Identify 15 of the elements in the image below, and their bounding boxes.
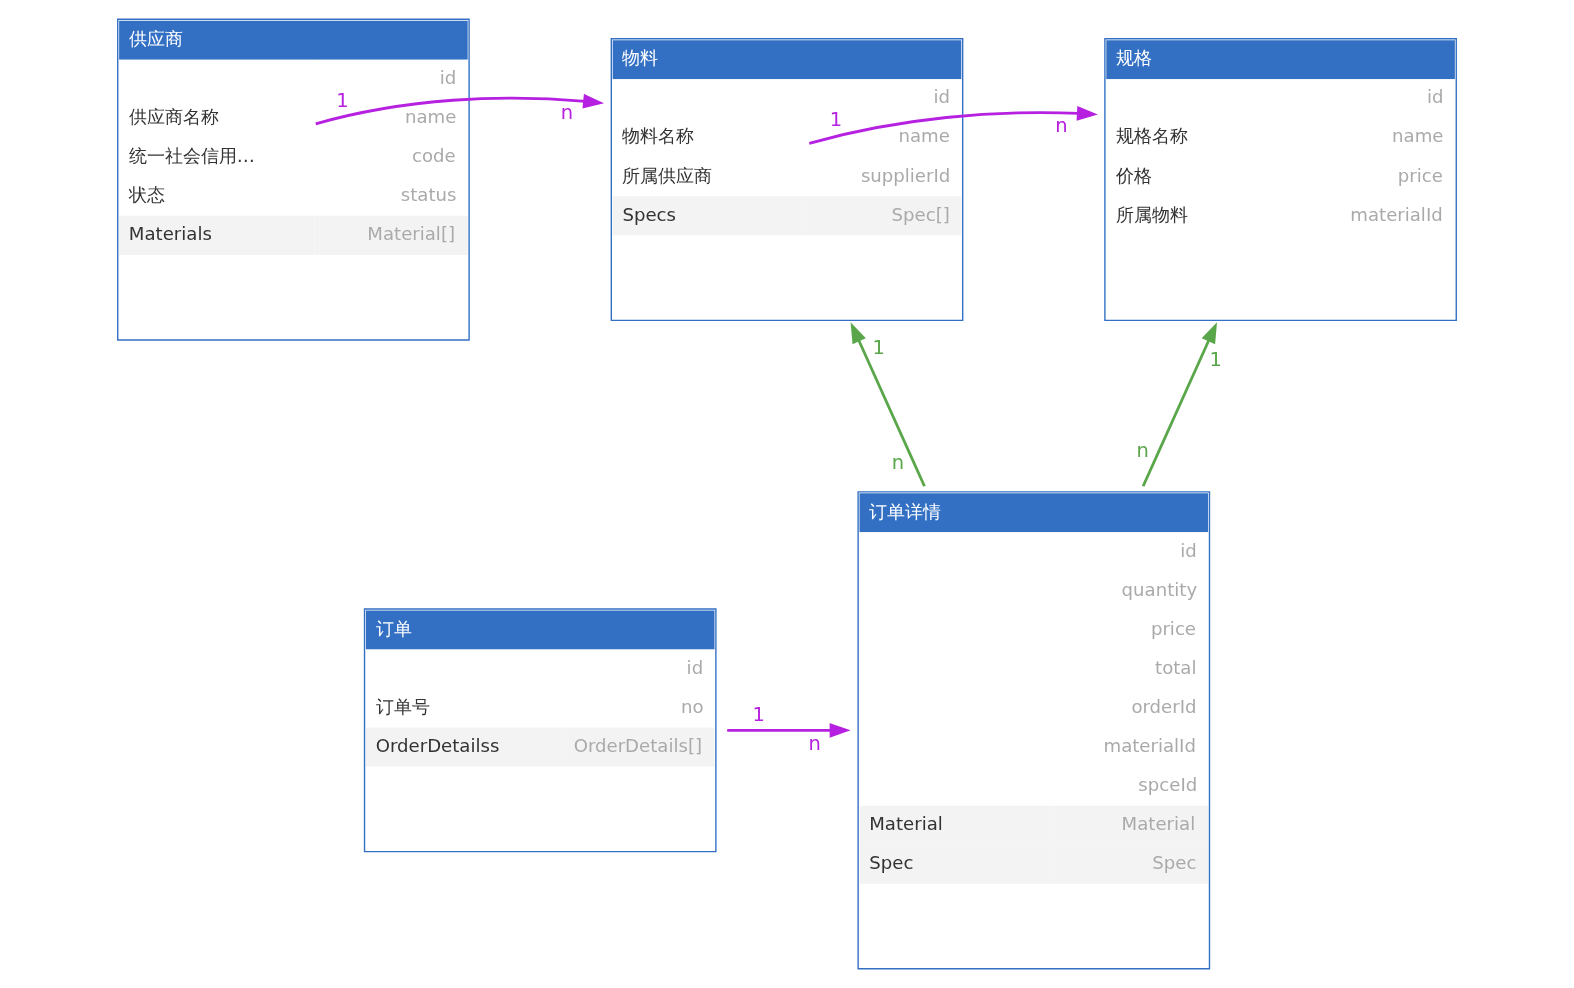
label: n <box>560 101 574 125</box>
label: n <box>808 732 821 756</box>
label: 1 <box>829 108 843 132</box>
label: n <box>1136 438 1149 462</box>
label: n <box>891 450 905 474</box>
arrow <box>727 723 851 738</box>
label: 1 <box>336 88 349 112</box>
label: n <box>1055 114 1068 138</box>
label: 1 <box>752 702 766 726</box>
arrow <box>808 105 1098 145</box>
label: 1 <box>872 335 885 359</box>
arrow <box>1141 322 1217 487</box>
label: 1 <box>1209 348 1222 371</box>
arrow <box>850 322 926 487</box>
arrow <box>315 93 605 126</box>
